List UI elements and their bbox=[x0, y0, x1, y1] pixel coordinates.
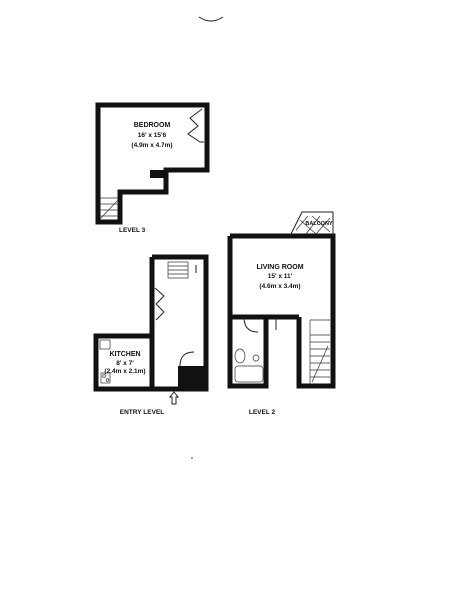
bedroom-walls bbox=[95, 102, 210, 225]
balcony-label: BALCONY bbox=[305, 221, 333, 227]
scan-dot bbox=[191, 457, 193, 459]
entry-level-plan bbox=[93, 254, 209, 405]
level-3-plan bbox=[95, 102, 210, 225]
level-2-label: LEVEL 2 bbox=[249, 409, 276, 416]
stair-icon bbox=[99, 197, 119, 220]
living-room-dim-imperial: 15' x 11' bbox=[268, 273, 293, 280]
living-stair-icon bbox=[309, 319, 330, 384]
entry-walls bbox=[93, 254, 209, 392]
sink-icon bbox=[99, 339, 111, 350]
kitchen-dim-metric: (2.4m x 2.1m) bbox=[104, 368, 145, 375]
kitchen-dim-imperial: 8' x 7' bbox=[116, 360, 134, 367]
entry-stair-block bbox=[178, 366, 204, 387]
living-room-dim-metric: (4.6m x 3.4m) bbox=[259, 283, 300, 290]
bedroom-wall-block bbox=[150, 170, 166, 178]
entry-top-stair-icon bbox=[167, 261, 197, 279]
living-room-name: LIVING ROOM bbox=[256, 264, 303, 271]
entry-arrow-icon bbox=[168, 391, 180, 405]
kitchen-name: KITCHEN bbox=[109, 351, 140, 358]
bedroom-name: BEDROOM bbox=[134, 122, 171, 129]
bathtub-icon bbox=[234, 365, 264, 383]
entry-level-label: ENTRY LEVEL bbox=[120, 409, 164, 416]
level-2-plan bbox=[227, 211, 336, 389]
living-walls bbox=[227, 233, 336, 389]
closet-door-icon bbox=[187, 108, 204, 143]
living-door-swing bbox=[243, 316, 259, 333]
basin-icon bbox=[252, 354, 260, 362]
balcony bbox=[289, 211, 334, 237]
bedroom-dim-imperial: 16' x 15'6 bbox=[138, 132, 167, 139]
stove-icon bbox=[100, 372, 111, 384]
toilet-icon bbox=[234, 348, 246, 364]
compass-mark bbox=[198, 16, 224, 22]
level-3-label: LEVEL 3 bbox=[119, 227, 146, 234]
entry-door-swing bbox=[179, 351, 195, 367]
entry-closet-door-icon bbox=[154, 287, 165, 321]
bedroom-dim-metric: (4.9m x 4.7m) bbox=[131, 142, 172, 149]
